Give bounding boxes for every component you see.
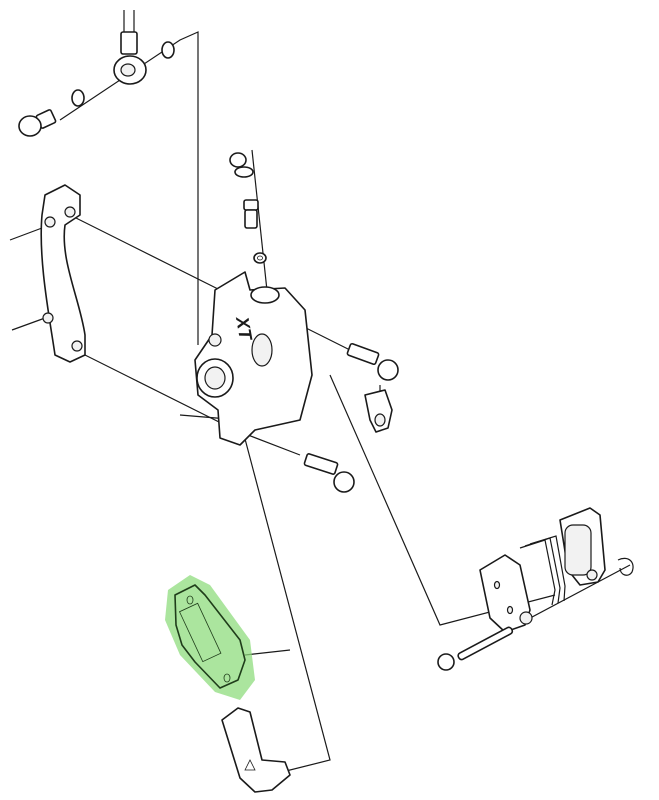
- brake-pad: [479, 554, 533, 633]
- pad-spacer: [165, 575, 255, 700]
- banjo-fitting: [113, 55, 147, 85]
- bleed-nipple-cap: [229, 152, 254, 178]
- bolt-retainer-clip: [364, 389, 393, 433]
- bleed-nipple: [243, 199, 259, 229]
- banjo-bolt: [18, 109, 57, 137]
- pad-axle-pin: [437, 626, 514, 671]
- bleed-block: [221, 707, 291, 793]
- o-ring: [71, 89, 85, 107]
- pad-spring: [519, 535, 566, 606]
- assembly-lines: [9, 31, 631, 776]
- brake-hose: [120, 10, 138, 55]
- mounting-bolt: [346, 342, 399, 381]
- mount-adapter: [40, 184, 86, 363]
- mounting-bolt: [303, 453, 355, 493]
- caliper-logo: XT: [232, 314, 256, 343]
- pin-snap-ring: [617, 557, 634, 576]
- brake-pad: [559, 507, 606, 586]
- caliper-body: XT: [194, 271, 313, 446]
- washer: [253, 252, 267, 264]
- o-ring: [161, 41, 175, 59]
